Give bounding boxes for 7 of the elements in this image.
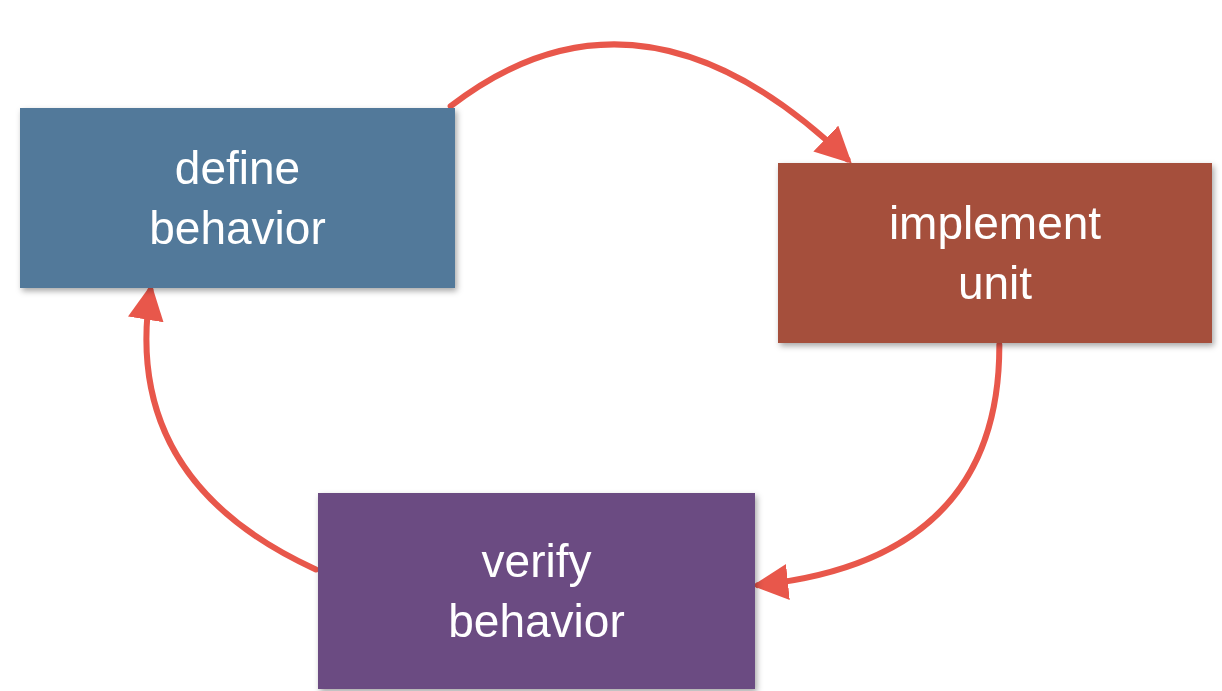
box-label: verify behavior — [447, 534, 626, 649]
box-label: implement unit — [887, 196, 1103, 311]
process-box — [778, 163, 1212, 343]
curved-arrow — [447, 41, 852, 164]
process-box — [318, 493, 755, 689]
process-box — [20, 108, 455, 288]
box-label: define behavior — [148, 141, 327, 256]
